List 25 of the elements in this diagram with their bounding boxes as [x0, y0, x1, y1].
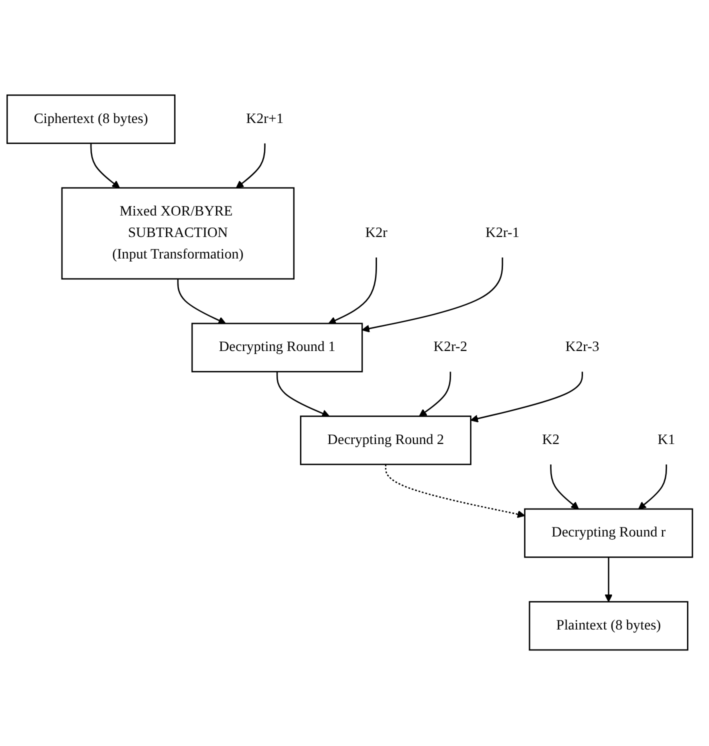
arrow — [236, 144, 266, 189]
node-box: Ciphertext (8 bytes) — [6, 94, 176, 144]
arrow — [550, 464, 579, 510]
arrow — [177, 279, 226, 324]
node-box: Mixed XOR/BYRE SUBTRACTION (Input Transformation) — [61, 188, 295, 280]
arrow — [90, 144, 120, 189]
arrow — [604, 558, 613, 603]
node-text: K2 — [542, 432, 560, 448]
arrow — [276, 372, 330, 418]
node-box: Decrypting Round 2 — [300, 416, 472, 466]
node-text: K2r+1 — [246, 112, 284, 127]
arrow — [328, 258, 377, 324]
node-text: K2r-2 — [434, 340, 468, 356]
node-text: K1 — [658, 432, 676, 448]
node-text: K2r-1 — [486, 226, 520, 241]
arrow — [385, 464, 526, 518]
node-box: Decrypting Round r — [524, 508, 694, 558]
arrow — [362, 258, 504, 333]
arrow — [638, 464, 668, 510]
node-box: Plaintext (8 bytes) — [528, 602, 688, 652]
arrow — [470, 372, 583, 423]
node-box: Decrypting Round 1 — [191, 323, 363, 373]
node-text: K2r — [365, 226, 388, 241]
arrow — [418, 372, 452, 418]
node-text: K2r-3 — [565, 340, 600, 356]
